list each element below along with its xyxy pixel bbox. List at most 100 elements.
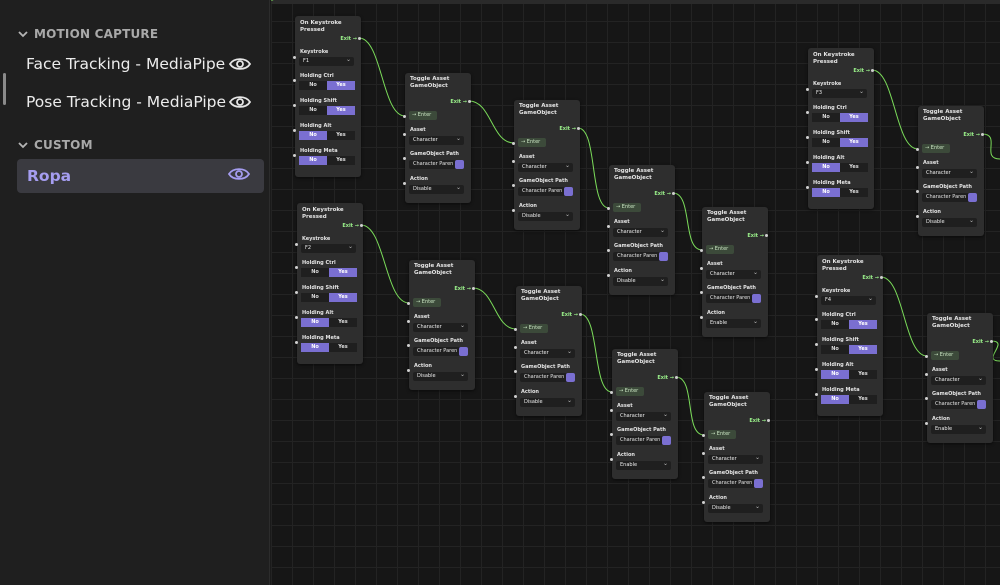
action-select[interactable]: Enable (931, 423, 986, 434)
enter-pin[interactable] (607, 207, 610, 210)
exit-pin[interactable] (990, 340, 993, 343)
enter-pin[interactable] (700, 249, 703, 252)
eye-icon[interactable] (227, 166, 251, 186)
input-pin[interactable] (514, 346, 517, 349)
eye-icon[interactable] (229, 56, 251, 72)
action-select[interactable]: Disable (922, 216, 977, 227)
toggle-yes-option[interactable]: Yes (329, 318, 357, 327)
input-pin[interactable] (512, 209, 515, 212)
input-pin[interactable] (407, 344, 410, 347)
keystroke-select[interactable]: F4 (821, 294, 876, 305)
toggle-yes-option[interactable]: Yes (849, 320, 877, 329)
toggle-yes-option[interactable]: Yes (849, 345, 877, 354)
exit-pin[interactable] (358, 37, 361, 40)
input-pin[interactable] (293, 129, 296, 132)
exit-pin[interactable] (468, 100, 471, 103)
input-pin[interactable] (512, 184, 515, 187)
action-select[interactable]: Disable (708, 502, 763, 513)
asset-select[interactable]: Character (922, 167, 977, 178)
toggle-no-option[interactable]: No (299, 81, 327, 90)
toggle-no-option[interactable]: No (812, 138, 840, 147)
path-picker-button[interactable] (968, 193, 977, 202)
toggle-yes-option[interactable]: Yes (329, 268, 357, 277)
toggle-no-option[interactable]: No (301, 318, 329, 327)
action-select[interactable]: Disable (413, 370, 468, 381)
exit-pin[interactable] (675, 376, 678, 379)
exit-pin[interactable] (577, 127, 580, 130)
input-pin[interactable] (403, 133, 406, 136)
toggle-no-option[interactable]: No (812, 188, 840, 197)
input-pin[interactable] (702, 476, 705, 479)
input-pin[interactable] (403, 157, 406, 160)
enter-pin[interactable] (702, 434, 705, 437)
input-pin[interactable] (806, 136, 809, 139)
asset-select[interactable]: Character (708, 453, 763, 464)
section-header-motion-capture[interactable]: MOTION CAPTURE (18, 27, 158, 41)
toggle-yes-option[interactable]: Yes (327, 106, 355, 115)
exit-pin[interactable] (672, 192, 675, 195)
input-pin[interactable] (407, 369, 410, 372)
toggle-no-option[interactable]: No (821, 320, 849, 329)
input-pin[interactable] (607, 249, 610, 252)
input-pin[interactable] (700, 267, 703, 270)
input-pin[interactable] (403, 182, 406, 185)
input-pin[interactable] (295, 316, 298, 319)
action-select[interactable]: Disable (613, 275, 668, 286)
input-pin[interactable] (293, 154, 296, 157)
asset-select[interactable]: Character (706, 268, 761, 279)
toggle-yes-option[interactable]: Yes (840, 113, 868, 122)
input-pin[interactable] (916, 215, 919, 218)
toggle-no-option[interactable]: No (301, 343, 329, 352)
asset-select[interactable]: Character (931, 374, 986, 385)
sidebar-scroll-handle[interactable] (3, 73, 6, 105)
input-pin[interactable] (700, 291, 703, 294)
input-pin[interactable] (293, 56, 296, 59)
gameobject-path-field[interactable]: Character Paren (708, 479, 763, 488)
toggle-yes-option[interactable]: Yes (327, 156, 355, 165)
path-picker-button[interactable] (566, 373, 575, 382)
gameobject-path-field[interactable]: Character Paren (616, 436, 671, 445)
toggle-no-option[interactable]: No (821, 370, 849, 379)
input-pin[interactable] (295, 266, 298, 269)
exit-pin[interactable] (472, 287, 475, 290)
keystroke-select[interactable]: F1 (299, 55, 354, 66)
exit-pin[interactable] (981, 133, 984, 136)
asset-select[interactable]: Character (613, 226, 668, 237)
input-pin[interactable] (610, 433, 613, 436)
action-select[interactable]: Disable (520, 396, 575, 407)
gameobject-path-field[interactable]: Character Paren (613, 252, 668, 261)
input-pin[interactable] (514, 370, 517, 373)
enter-pin[interactable] (610, 391, 613, 394)
sidebar-item-ropa[interactable]: Ropa (17, 159, 264, 193)
input-pin[interactable] (607, 274, 610, 277)
gameobject-path-field[interactable]: Character Paren (922, 193, 977, 202)
gameobject-path-field[interactable]: Character Paren (931, 400, 986, 409)
input-pin[interactable] (806, 186, 809, 189)
input-pin[interactable] (607, 225, 610, 228)
enter-pin[interactable] (925, 355, 928, 358)
input-pin[interactable] (514, 395, 517, 398)
toggle-no-option[interactable]: No (821, 395, 849, 404)
gameobject-path-field[interactable]: Character Paren (520, 373, 575, 382)
toggle-yes-option[interactable]: Yes (327, 81, 355, 90)
enter-pin[interactable] (403, 115, 406, 118)
toggle-yes-option[interactable]: Yes (329, 343, 357, 352)
toggle-yes-option[interactable]: Yes (849, 370, 877, 379)
input-pin[interactable] (916, 190, 919, 193)
input-pin[interactable] (806, 111, 809, 114)
exit-pin[interactable] (871, 69, 874, 72)
